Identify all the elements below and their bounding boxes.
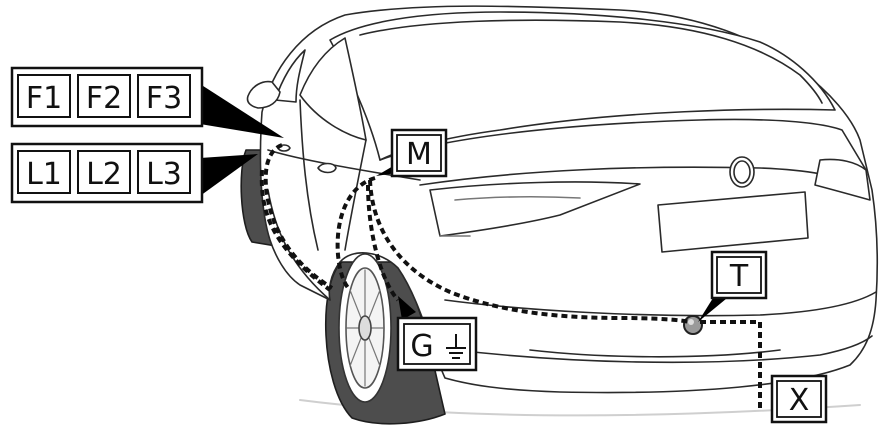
point-t-box	[716, 256, 762, 294]
door-line	[299, 99, 367, 251]
towbar-socket	[683, 315, 703, 335]
label-m: M	[406, 137, 432, 172]
label-l2: L2	[86, 157, 122, 192]
left-label-box-3	[137, 150, 191, 194]
pointer-f	[200, 84, 284, 138]
tail-light-left-detail	[439, 195, 581, 237]
point-g-group: G	[396, 316, 478, 372]
wire-trunk-main	[335, 176, 376, 292]
rear-wheel-rim	[338, 253, 392, 403]
wire-door-channel	[259, 169, 332, 292]
wire-to-ground	[366, 184, 400, 302]
label-g: G	[410, 329, 433, 364]
front-label-box-3	[137, 74, 191, 118]
label-f2: F2	[86, 81, 122, 116]
bumper-lower	[454, 335, 873, 364]
label-f3: F3	[146, 81, 182, 116]
ground-symbol-icon	[446, 334, 466, 359]
license-plate	[657, 191, 809, 253]
point-m-box	[396, 134, 442, 172]
brand-emblem	[729, 156, 755, 188]
tail-light-left	[429, 181, 641, 237]
pointer-g	[398, 296, 416, 320]
point-m-group: M	[390, 128, 448, 178]
front-label-box-1	[17, 74, 71, 118]
tail-light-right	[814, 158, 871, 201]
wiring-harness	[259, 143, 762, 408]
wire-front-door	[263, 143, 334, 290]
rear-window-inner	[359, 19, 823, 104]
rear-bumper	[444, 291, 877, 317]
left-label-group: L1 L2 L3	[10, 142, 204, 204]
front-label-box-2	[77, 74, 131, 118]
door-handle-rear	[317, 162, 337, 174]
front-label-group: F1 F2 F3	[10, 66, 204, 128]
side-window-front	[274, 49, 306, 103]
point-x-group: X	[770, 374, 828, 424]
point-x-box	[776, 380, 822, 418]
label-f1: F1	[26, 81, 62, 116]
label-t: T	[729, 259, 749, 294]
pointer-l	[200, 154, 258, 196]
point-t-group: T	[710, 250, 768, 300]
side-mirror	[246, 80, 281, 109]
label-l1: L1	[26, 157, 62, 192]
bumper-reflector	[529, 349, 781, 358]
side-window-rear	[299, 37, 367, 141]
left-label-box-2	[77, 150, 131, 194]
wire-trunk-to-t	[368, 179, 691, 324]
label-x: X	[789, 383, 810, 418]
wire-to-x	[700, 320, 762, 408]
car-illustration	[240, 5, 878, 425]
left-label-box-1	[17, 150, 71, 194]
label-l3: L3	[146, 157, 182, 192]
